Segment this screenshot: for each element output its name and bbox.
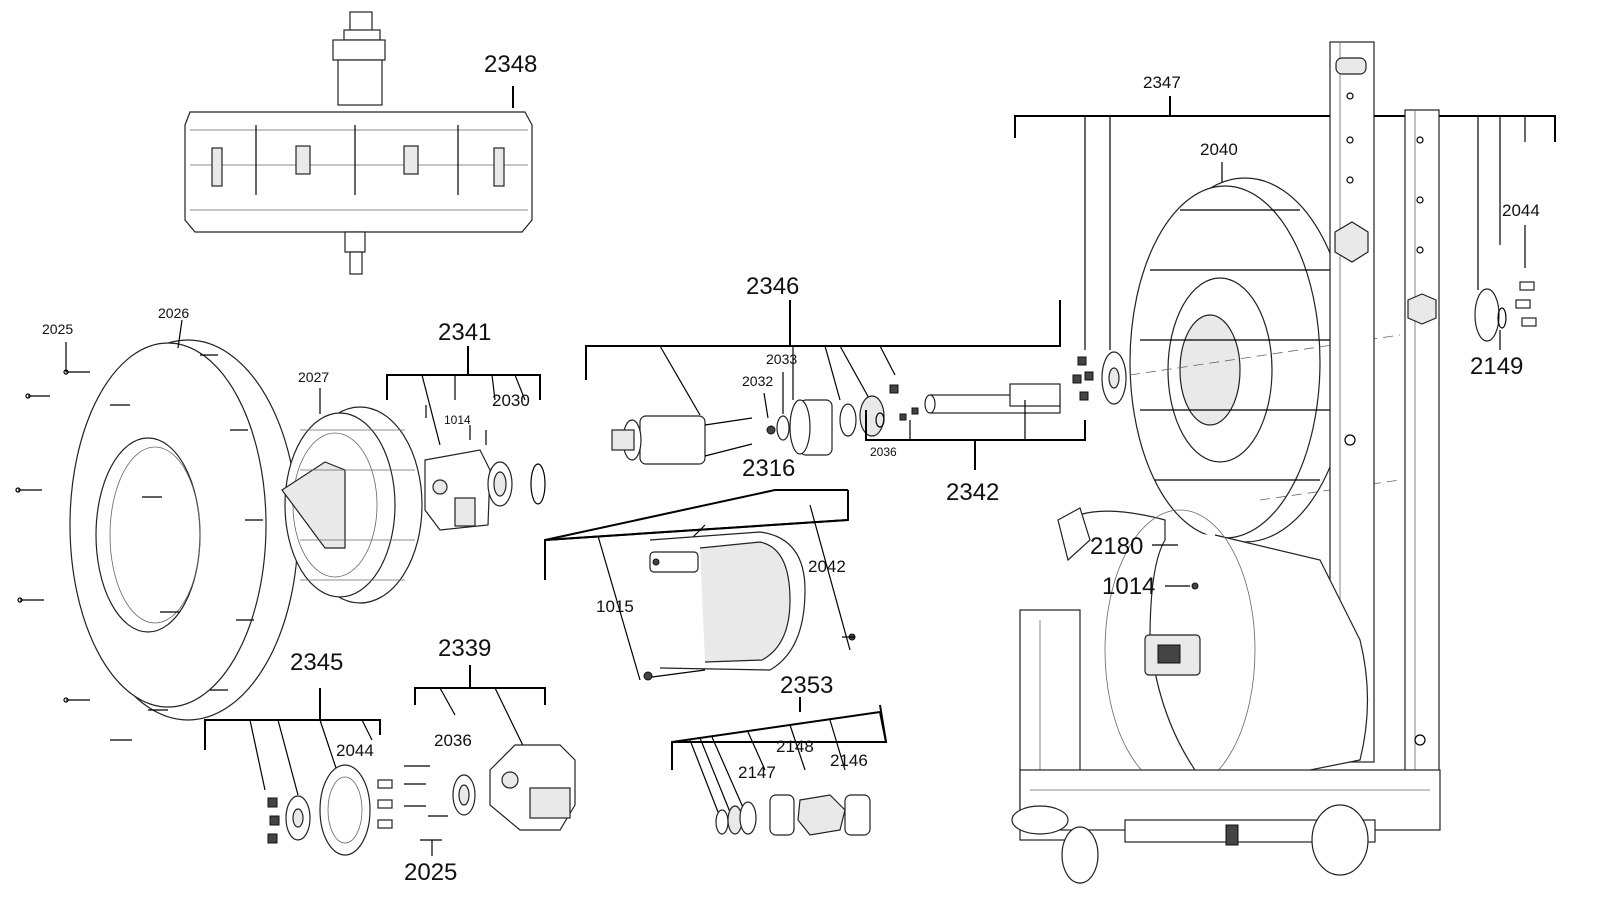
part-2348-cover: [184, 11, 533, 275]
label-2348: 2348: [484, 51, 537, 78]
label-2026: 2026: [158, 305, 189, 321]
label-2027: 2027: [298, 369, 329, 385]
bolt-1014: [1191, 582, 1199, 590]
label-2033: 2033: [766, 351, 797, 367]
part-2339-pillow-block: [404, 744, 576, 841]
label-2180: 2180: [1090, 533, 1143, 560]
label-2025-bottom: 2025: [404, 859, 457, 886]
bracket-2347: [1014, 96, 1556, 350]
label-2148: 2148: [776, 737, 814, 756]
part-2345-hub-flange: [267, 764, 393, 856]
label-2345: 2345: [290, 649, 343, 676]
part-2026-outer-wheel: [69, 339, 299, 721]
label-2044-bottom: 2044: [336, 741, 374, 760]
part-2342-axle: [875, 383, 1061, 428]
label-2030: 2030: [492, 391, 530, 410]
label-2040: 2040: [1200, 140, 1238, 159]
part-2347-flange-hardware: [1072, 281, 1537, 405]
part-2316-chain-loop: [643, 531, 856, 681]
label-2146: 2146: [830, 751, 868, 770]
label-2353: 2353: [780, 672, 833, 699]
label-2346: 2346: [746, 273, 799, 300]
label-1014-small: 1014: [444, 413, 471, 427]
label-2149: 2149: [1470, 353, 1523, 380]
part-2341-bearing-block: [424, 405, 546, 531]
bracket-2316: [544, 489, 851, 681]
label-2036-mid: 2036: [870, 445, 897, 459]
label-2339: 2339: [438, 635, 491, 662]
label-2044-top: 2044: [1502, 201, 1540, 220]
label-2147: 2147: [738, 763, 776, 782]
part-2353-coupling: [715, 794, 871, 836]
label-2032: 2032: [742, 373, 773, 389]
bolts-2025-left: [15, 369, 180, 741]
bracket-2353: [671, 697, 888, 813]
bracket-2346: [585, 300, 1061, 416]
label-1015: 1015: [596, 597, 634, 616]
label-1014-big: 1014: [1102, 573, 1155, 600]
part-2180-drum-housing: [1011, 507, 1441, 884]
label-2316: 2316: [742, 455, 795, 482]
part-2040-drive-wheel: [1129, 177, 1401, 543]
label-2341: 2341: [438, 319, 491, 346]
leader-2032: [763, 392, 769, 419]
label-2025-top: 2025: [42, 321, 73, 337]
label-2036-bottom: 2036: [434, 731, 472, 750]
label-2342: 2342: [946, 479, 999, 506]
bracket-2342: [865, 400, 1086, 470]
label-2347: 2347: [1143, 73, 1181, 92]
part-2346-shaft-assembly: [611, 384, 899, 465]
bracket-2345: [204, 688, 381, 796]
part-2027-inner-rim: [281, 406, 423, 604]
leader-2026: [177, 319, 183, 349]
bracket-2341: [386, 346, 541, 446]
label-2042: 2042: [808, 557, 846, 576]
